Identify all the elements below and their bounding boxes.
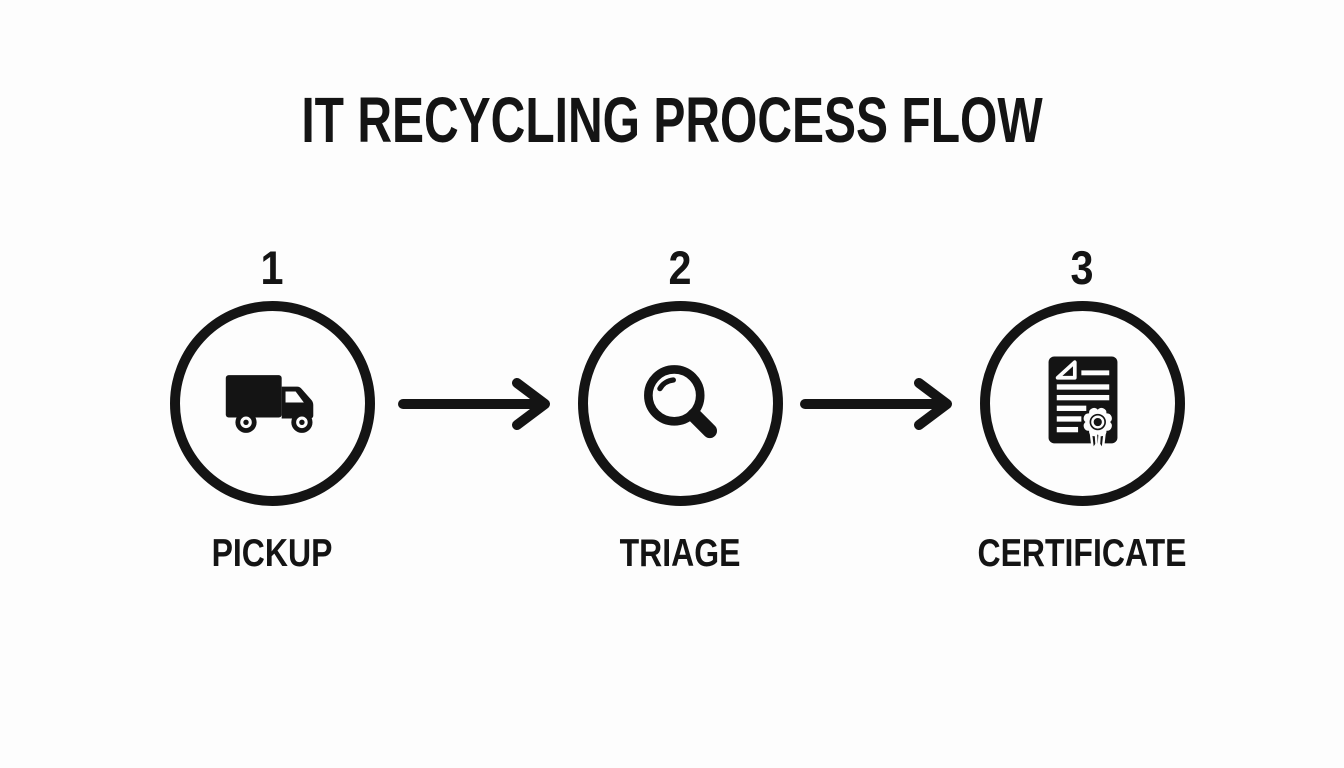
step-3-label: CERTIFICATE (977, 532, 1187, 575)
step-3-number: 3 (1070, 241, 1094, 294)
step-2-number: 2 (668, 241, 692, 294)
step-1-label: PICKUP (211, 532, 333, 575)
truck-icon (220, 367, 326, 441)
step-2-label: TRIAGE (619, 532, 741, 575)
step-1-number: 1 (260, 241, 284, 294)
page-title: IT RECYCLING PROCESS FLOW (301, 84, 1043, 156)
arrow-right-icon (798, 374, 958, 434)
step-3-circle (980, 301, 1185, 506)
arrow-right-icon (396, 374, 556, 434)
certificate-icon (1042, 353, 1124, 455)
step-2-circle (578, 301, 783, 506)
magnifier-icon (633, 356, 729, 452)
step-1-circle (170, 301, 375, 506)
